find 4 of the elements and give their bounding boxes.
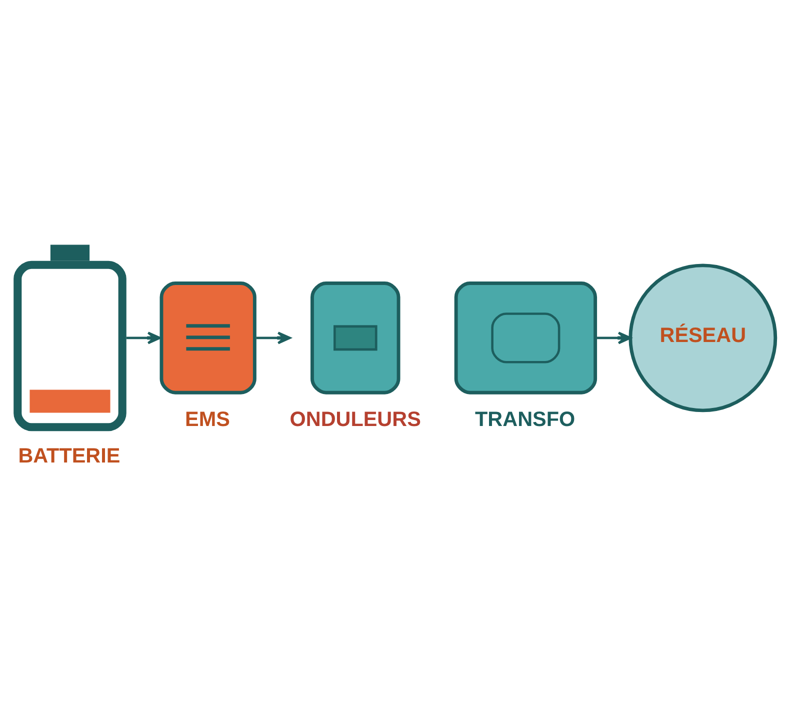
node-label: ONDULEURS: [289, 408, 420, 431]
node-label: BATTERIE: [18, 444, 120, 468]
node-label: TRANSFO: [474, 408, 575, 431]
node-label: EMS: [184, 408, 230, 431]
